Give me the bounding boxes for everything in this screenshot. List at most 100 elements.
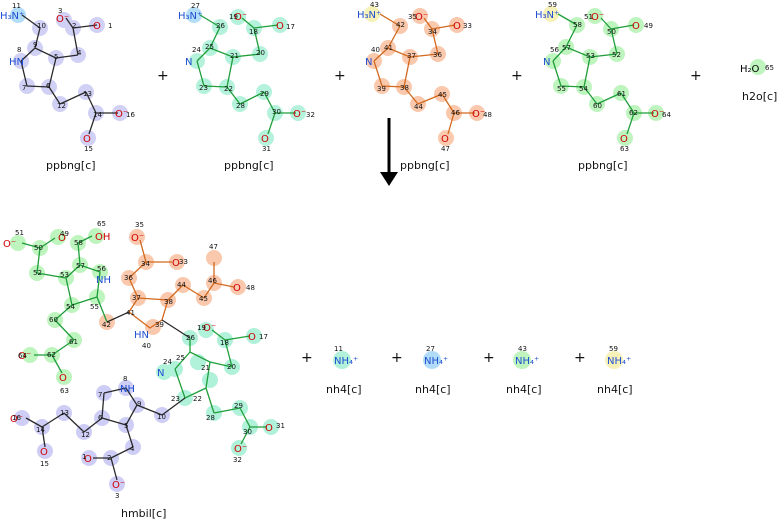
svg-text:O: O <box>84 454 92 465</box>
plus-sign: + <box>301 350 313 366</box>
svg-text:57: 57 <box>562 44 571 52</box>
svg-text:30: 30 <box>243 428 252 436</box>
svg-text:26: 26 <box>216 22 225 30</box>
svg-text:49: 49 <box>60 230 69 238</box>
svg-text:43: 43 <box>370 1 379 9</box>
svg-text:16: 16 <box>12 414 21 422</box>
product-nh4-4: NH₄⁺ 59 nh4[c] <box>597 345 633 396</box>
svg-text:H₂O: H₂O <box>740 64 760 75</box>
svg-text:48: 48 <box>483 111 492 119</box>
svg-text:59: 59 <box>548 1 557 9</box>
svg-text:25: 25 <box>176 354 185 362</box>
svg-text:16: 16 <box>126 111 135 119</box>
svg-text:5: 5 <box>54 53 58 61</box>
svg-text:6: 6 <box>46 82 51 90</box>
svg-text:NH₄⁺: NH₄⁺ <box>424 356 448 367</box>
svg-text:36: 36 <box>124 274 133 282</box>
svg-text:65: 65 <box>765 64 774 72</box>
svg-text:O⁻: O⁻ <box>56 14 69 25</box>
svg-text:O⁻: O⁻ <box>3 239 16 250</box>
plus-sign: + <box>574 350 586 366</box>
svg-text:H₃N⁺: H₃N⁺ <box>535 10 559 21</box>
svg-text:63: 63 <box>620 145 629 153</box>
svg-text:NH: NH <box>120 384 135 395</box>
svg-text:41: 41 <box>384 44 393 52</box>
atom-number: 59 <box>609 345 618 353</box>
plus-sign: + <box>483 350 495 366</box>
plus-sign: + <box>690 68 702 84</box>
svg-text:22: 22 <box>224 85 233 93</box>
svg-text:4: 4 <box>77 49 82 57</box>
svg-text:48: 48 <box>246 284 255 292</box>
svg-text:35: 35 <box>135 221 144 229</box>
product-label: hmbil[c] <box>121 507 166 520</box>
svg-text:30: 30 <box>272 108 281 116</box>
svg-text:31: 31 <box>262 145 271 153</box>
svg-text:12: 12 <box>57 102 66 110</box>
svg-text:24: 24 <box>192 46 201 54</box>
svg-text:37: 37 <box>407 52 416 60</box>
svg-text:O: O <box>620 134 628 145</box>
product-nh4-3: NH₄⁺ 43 nh4[c] <box>506 345 542 396</box>
svg-text:44: 44 <box>414 103 423 111</box>
atom-number: 11 <box>334 345 343 353</box>
svg-text:NH₄⁺: NH₄⁺ <box>607 356 631 367</box>
reactant-label: ppbng[c] <box>224 159 274 172</box>
svg-text:57: 57 <box>76 262 85 270</box>
svg-text:O: O <box>58 233 66 244</box>
reactant-label: ppbng[c] <box>578 159 628 172</box>
svg-text:2: 2 <box>107 454 111 462</box>
plus-sign: + <box>391 350 403 366</box>
reactant-label: h2o[c] <box>742 90 777 103</box>
svg-text:52: 52 <box>33 269 42 277</box>
svg-text:O⁻: O⁻ <box>115 109 128 120</box>
svg-text:27: 27 <box>191 2 200 10</box>
svg-text:37: 37 <box>132 294 141 302</box>
svg-text:40: 40 <box>142 342 151 350</box>
svg-text:29: 29 <box>234 402 243 410</box>
svg-text:O⁻: O⁻ <box>651 109 664 120</box>
svg-text:O: O <box>276 21 284 32</box>
svg-text:O⁻: O⁻ <box>203 323 216 334</box>
svg-text:1: 1 <box>108 22 112 30</box>
svg-text:64: 64 <box>662 111 671 119</box>
svg-text:13: 13 <box>83 90 92 98</box>
svg-text:50: 50 <box>607 28 616 36</box>
svg-text:44: 44 <box>177 281 186 289</box>
svg-text:9: 9 <box>33 41 37 49</box>
svg-text:NH: NH <box>96 275 111 286</box>
svg-text:10: 10 <box>37 22 46 30</box>
svg-text:O: O <box>441 134 449 145</box>
svg-text:18: 18 <box>220 339 229 347</box>
svg-text:53: 53 <box>586 52 595 60</box>
svg-text:15: 15 <box>40 460 49 468</box>
product-nh4-1: NH₄⁺ 11 nh4[c] <box>326 345 362 396</box>
svg-text:5: 5 <box>124 422 128 430</box>
svg-text:28: 28 <box>236 102 245 110</box>
svg-text:11: 11 <box>12 2 21 10</box>
svg-text:O: O <box>40 447 48 458</box>
svg-text:45: 45 <box>199 295 208 303</box>
svg-text:OH: OH <box>95 232 110 243</box>
svg-text:23: 23 <box>171 395 180 403</box>
svg-text:H₃N⁺: H₃N⁺ <box>178 11 202 22</box>
product-label: nh4[c] <box>597 383 633 396</box>
svg-text:33: 33 <box>179 258 188 266</box>
svg-text:19: 19 <box>229 13 238 21</box>
svg-text:55: 55 <box>557 85 566 93</box>
svg-text:42: 42 <box>102 321 111 329</box>
amine-label-1: H₃N⁺ <box>0 11 24 22</box>
svg-text:O: O <box>261 134 269 145</box>
svg-text:O: O <box>453 21 461 32</box>
svg-text:O⁻: O⁻ <box>415 12 428 23</box>
svg-text:3: 3 <box>58 7 62 15</box>
svg-text:32: 32 <box>233 456 242 464</box>
svg-text:51: 51 <box>15 229 24 237</box>
reactant-label: ppbng[c] <box>46 159 96 172</box>
svg-text:O⁻: O⁻ <box>10 414 23 425</box>
svg-text:50: 50 <box>34 244 43 252</box>
svg-text:56: 56 <box>97 265 106 273</box>
svg-text:1: 1 <box>82 453 86 461</box>
svg-text:HN: HN <box>134 330 149 341</box>
